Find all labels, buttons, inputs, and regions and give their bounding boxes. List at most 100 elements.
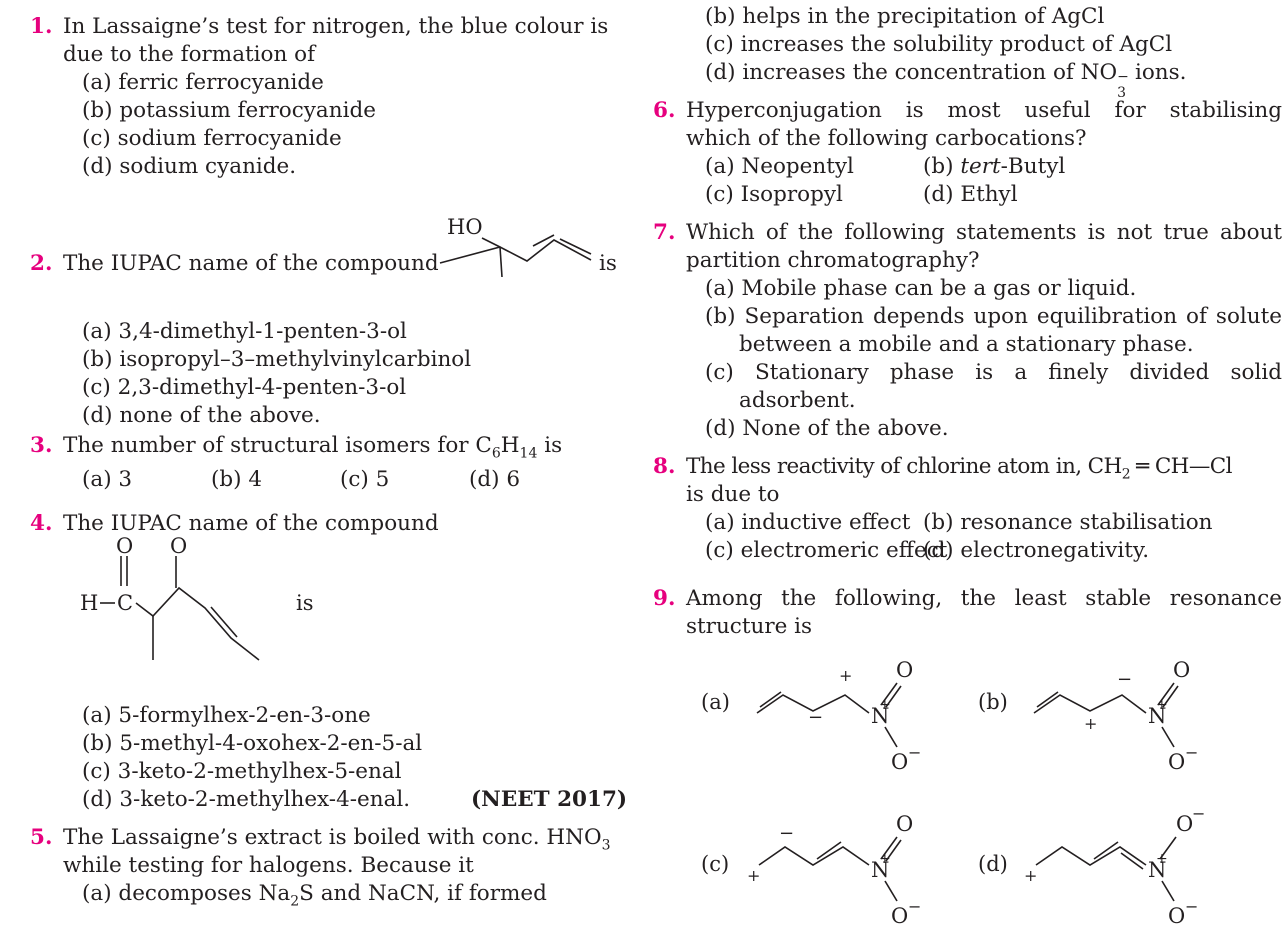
svg-text:−: − <box>1185 897 1198 916</box>
exam-source: (NEET 2017) <box>471 787 628 812</box>
option-c: (c) sodium ferrocyanide <box>82 126 342 151</box>
option-c: (c) electromeric effect <box>705 538 948 563</box>
question-text: is due to <box>686 482 780 507</box>
svg-text:+: + <box>1156 851 1168 867</box>
option-b: (b) helps in the precipitation of AgCl <box>705 4 1105 29</box>
svg-text:+: + <box>1024 866 1037 885</box>
question-text: In Lassaigne’s test for nitrogen, the bl… <box>63 14 609 39</box>
question-text: The Lassaigne’s extract is boiled with c… <box>63 825 611 854</box>
svg-text:+: + <box>747 866 760 885</box>
option-c: (c) Stationary phase is a finely divided… <box>705 360 1282 385</box>
svg-text:+: + <box>1084 714 1097 733</box>
svg-text:O: O <box>896 812 913 836</box>
option-d: (d) sodium cyanide. <box>82 154 297 179</box>
option-d: (d) none of the above. <box>82 403 321 428</box>
svg-text:O: O <box>896 658 913 682</box>
option-d: (d) 3-keto-2-methylhex-4-enal. <box>82 787 411 812</box>
svg-text:−: − <box>1117 669 1132 690</box>
option-c-cont: adsorbent. <box>739 388 856 413</box>
svg-text:−: − <box>908 897 921 916</box>
structure-ketoaldehyde: O O H C is <box>80 534 314 661</box>
option-c: (c) 2,3-dimethyl-4-penten-3-ol <box>82 375 407 400</box>
option-b: (b) tert-Butyl <box>923 154 1066 179</box>
question-text: The IUPAC name of the compound <box>63 251 439 276</box>
option-b-cont: between a mobile and a stationary phase. <box>739 332 1194 357</box>
option-b: (b) Separation depends upon equilibratio… <box>705 304 1282 329</box>
question-number: 3. <box>30 433 53 458</box>
svg-text:O: O <box>891 904 908 928</box>
question-number: 4. <box>30 511 53 536</box>
resonance-structure-d: (d) + N + O − O − <box>978 804 1205 928</box>
question-number: 9. <box>653 586 676 611</box>
option-d: (d) electronegativity. <box>923 538 1150 563</box>
option-b: (b) 5-methyl-4-oxohex-2-en-5-al <box>82 731 423 756</box>
svg-text:−: − <box>908 743 921 762</box>
resonance-structure-a: (a) − + N + O O − <box>701 658 921 774</box>
option-a: (a) decomposes Na2S and NaCN, if formed <box>82 881 547 910</box>
option-b: (b) resonance stabilisation <box>923 510 1213 535</box>
structure-2-methylpentenol: HO <box>439 215 592 278</box>
question-text: The number of structural isomers for C6H… <box>63 433 563 462</box>
option-c: (c) increases the solubility product of … <box>705 32 1173 57</box>
atom-label: HO <box>447 215 483 239</box>
resonance-structure-b: (b) + − N + O O − <box>978 658 1198 774</box>
option-a: (a) 5-formylhex-2-en-3-one <box>82 703 371 728</box>
svg-text:N: N <box>1148 858 1166 882</box>
svg-text:−: − <box>1192 804 1205 823</box>
svg-text:−: − <box>808 707 823 728</box>
question-number: 2. <box>30 251 53 276</box>
svg-text:+: + <box>879 851 891 867</box>
svg-text:−: − <box>1185 743 1198 762</box>
question-text: due to the formation of <box>63 42 316 67</box>
svg-text:(a): (a) <box>701 690 730 714</box>
question-text: The IUPAC name of the compound <box>63 511 439 536</box>
question-number: 1. <box>30 14 53 39</box>
svg-text:(b): (b) <box>978 690 1008 714</box>
option-a: (a) 3 <box>82 467 133 492</box>
question-number: 6. <box>653 98 676 123</box>
svg-text:is: is <box>296 591 314 615</box>
question-text: partition chromatography? <box>686 248 980 273</box>
option-d: (d) Ethyl <box>923 182 1018 207</box>
question-number: 7. <box>653 220 676 245</box>
svg-text:−: − <box>779 823 794 844</box>
question-text: is <box>599 251 617 276</box>
option-a: (a) Neopentyl <box>705 154 854 179</box>
question-text: which of the following carbocations? <box>686 126 1087 151</box>
svg-text:O: O <box>891 750 908 774</box>
option-d: (d) None of the above. <box>705 416 949 441</box>
svg-text:N: N <box>871 704 889 728</box>
question-text: Hyperconjugation is most useful for stab… <box>686 98 1282 123</box>
option-b: (b) 4 <box>211 467 263 492</box>
option-b: (b) potassium ferrocyanide <box>82 98 376 123</box>
svg-text:C: C <box>117 591 133 615</box>
svg-text:N: N <box>871 858 889 882</box>
question-number: 5. <box>30 825 53 850</box>
option-d: (d) increases the concentration of NO−3 … <box>705 60 1187 101</box>
option-a: (a) 3,4-dimethyl-1-penten-3-ol <box>82 319 407 344</box>
svg-text:O: O <box>1168 750 1185 774</box>
option-a: (a) inductive effect <box>705 510 911 535</box>
question-text: structure is <box>686 614 813 639</box>
option-c: (c) 5 <box>340 467 390 492</box>
svg-text:(c): (c) <box>701 852 729 876</box>
svg-text:H: H <box>80 591 98 615</box>
svg-text:+: + <box>1156 697 1168 713</box>
resonance-structure-c: (c) + − N + O O − <box>701 812 921 928</box>
question-text: Which of the following statements is not… <box>686 220 1282 245</box>
option-a: (a) ferric ferrocyanide <box>82 70 324 95</box>
option-d: (d) 6 <box>469 467 521 492</box>
svg-text:+: + <box>839 666 852 685</box>
svg-text:O: O <box>170 534 187 558</box>
question-number: 8. <box>653 454 676 479</box>
svg-text:(d): (d) <box>978 852 1008 876</box>
option-b: (b) isopropyl–3–methylvinylcarbinol <box>82 347 472 372</box>
svg-text:O: O <box>116 534 133 558</box>
svg-text:O: O <box>1176 812 1193 836</box>
svg-text:+: + <box>879 697 891 713</box>
question-text: Among the following, the least stable re… <box>686 586 1282 611</box>
question-text: The less reactivity of chlorine atom in,… <box>686 454 1232 483</box>
option-c: (c) 3-keto-2-methylhex-5-enal <box>82 759 402 784</box>
svg-text:O: O <box>1173 658 1190 682</box>
question-text: while testing for halogens. Because it <box>63 853 474 878</box>
